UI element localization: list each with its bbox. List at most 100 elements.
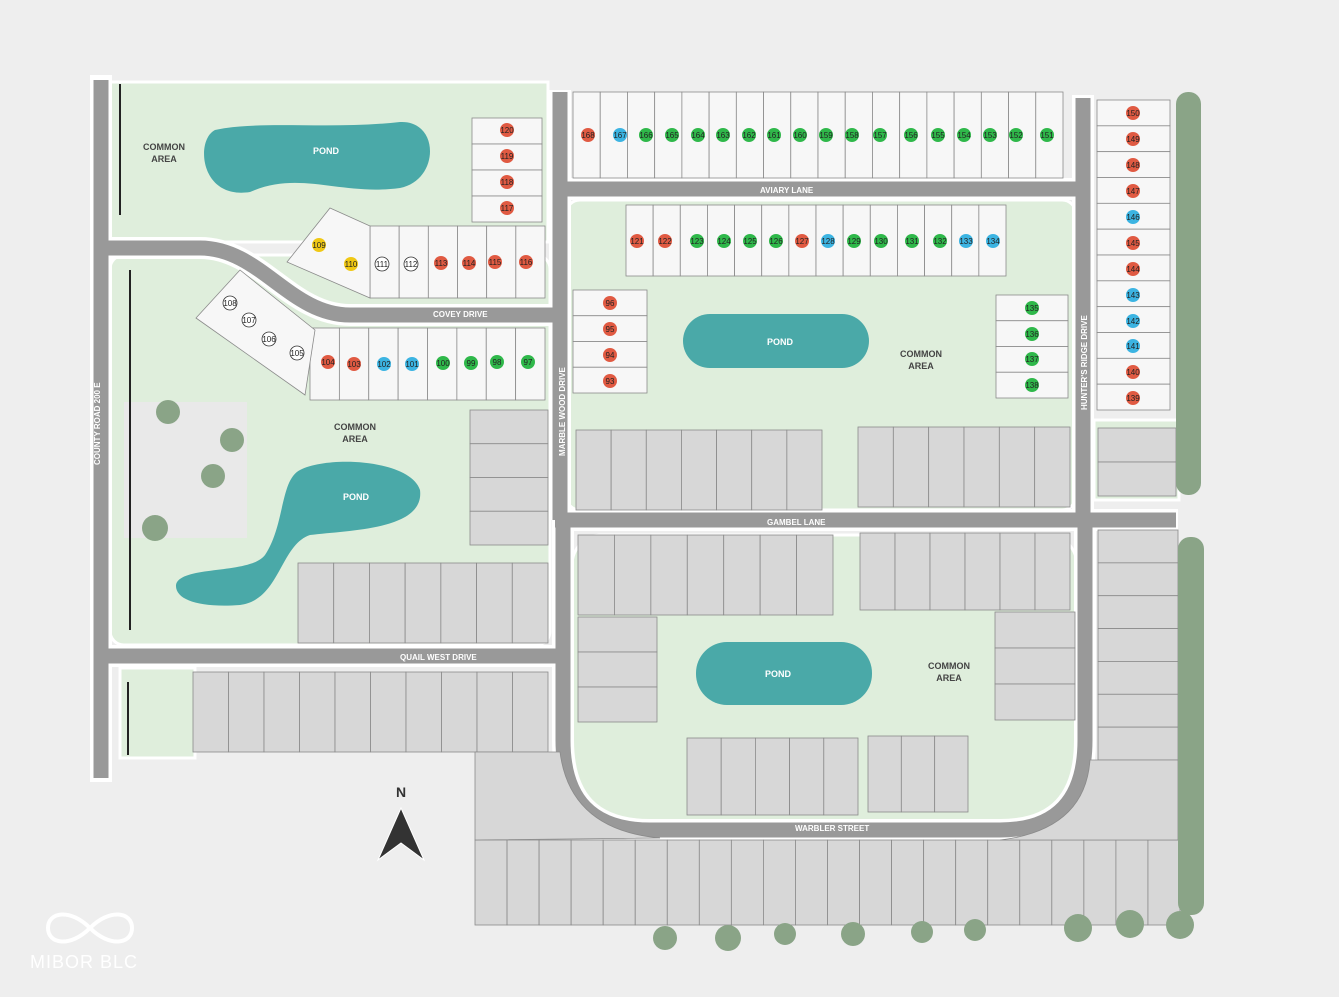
lot-marker-147[interactable]: 147 (1126, 184, 1140, 198)
lot-marker-157[interactable]: 157 (873, 128, 887, 142)
lot-marker-127[interactable]: 127 (795, 234, 809, 248)
lot-marker-166[interactable]: 166 (639, 128, 653, 142)
common-area-label: AREA (151, 154, 177, 164)
lot-marker-150[interactable]: 150 (1126, 106, 1140, 120)
future-lot (1019, 839, 1053, 926)
lot-marker-118[interactable]: 118 (500, 175, 514, 189)
lot-marker-93[interactable]: 93 (603, 374, 617, 388)
lot-marker-135[interactable]: 135 (1025, 301, 1039, 315)
lot-marker-163[interactable]: 163 (716, 128, 730, 142)
lot-marker-141[interactable]: 141 (1126, 339, 1140, 353)
lot-marker-102[interactable]: 102 (377, 357, 391, 371)
lot-marker-128[interactable]: 128 (821, 234, 835, 248)
lot-marker-107[interactable]: 107 (241, 312, 257, 328)
lot-marker-119[interactable]: 119 (500, 149, 514, 163)
lot-status-dot (819, 128, 833, 142)
lot-marker-116[interactable]: 116 (519, 255, 533, 269)
lot-number: 107 (242, 316, 256, 325)
lot-marker-112[interactable]: 112 (403, 256, 419, 272)
lot-marker-115[interactable]: 115 (488, 255, 502, 269)
lot-marker-161[interactable]: 161 (767, 128, 781, 142)
lot-status-dot (1025, 352, 1039, 366)
lot-marker-97[interactable]: 97 (521, 355, 535, 369)
lot-number: 163 (716, 131, 730, 140)
lot-marker-109[interactable]: 109 (312, 238, 326, 252)
lot-marker-95[interactable]: 95 (603, 322, 617, 336)
lot-marker-152[interactable]: 152 (1009, 128, 1023, 142)
lot-marker-140[interactable]: 140 (1126, 365, 1140, 379)
lot-marker-133[interactable]: 133 (959, 234, 973, 248)
lot-marker-125[interactable]: 125 (743, 234, 757, 248)
lot-marker-121[interactable]: 121 (630, 234, 644, 248)
lot-marker-162[interactable]: 162 (742, 128, 756, 142)
trees (142, 92, 1204, 951)
lot-marker-94[interactable]: 94 (603, 348, 617, 362)
lot-status-dot (347, 357, 361, 371)
lot-marker-160[interactable]: 160 (793, 128, 807, 142)
lot-marker-96[interactable]: 96 (603, 296, 617, 310)
lot-marker-108[interactable]: 108 (222, 295, 238, 311)
lot-marker-156[interactable]: 156 (904, 128, 918, 142)
lot-marker-143[interactable]: 143 (1126, 288, 1140, 302)
lot-number: 97 (524, 358, 533, 367)
lot-marker-155[interactable]: 155 (931, 128, 945, 142)
lot-marker-165[interactable]: 165 (665, 128, 679, 142)
future-lot (891, 839, 925, 926)
lot-marker-137[interactable]: 137 (1025, 352, 1039, 366)
lot-marker-134[interactable]: 134 (986, 234, 1000, 248)
lot-marker-113[interactable]: 113 (434, 256, 448, 270)
lot-marker-99[interactable]: 99 (464, 356, 478, 370)
lot-marker-139[interactable]: 139 (1126, 391, 1140, 405)
lot-marker-167[interactable]: 167 (613, 128, 627, 142)
lot-number: 105 (290, 349, 304, 358)
lot-marker-124[interactable]: 124 (717, 234, 731, 248)
lot-number: 151 (1040, 131, 1054, 140)
lot-marker-110[interactable]: 110 (344, 257, 358, 271)
lot-marker-154[interactable]: 154 (957, 128, 971, 142)
future-lot (602, 839, 636, 926)
lot-number: 99 (467, 359, 476, 368)
lot-marker-146[interactable]: 146 (1126, 210, 1140, 224)
lot-status-dot (1126, 365, 1140, 379)
lot-marker-151[interactable]: 151 (1040, 128, 1054, 142)
lot-marker-117[interactable]: 117 (500, 201, 514, 215)
lot-marker-101[interactable]: 101 (405, 357, 419, 371)
lot-marker-148[interactable]: 148 (1126, 158, 1140, 172)
lot-marker-120[interactable]: 120 (500, 123, 514, 137)
lot-marker-159[interactable]: 159 (819, 128, 833, 142)
future-lot (1097, 693, 1179, 728)
lot-number: 95 (606, 325, 615, 334)
future-lot (1097, 595, 1179, 629)
lot-marker-126[interactable]: 126 (769, 234, 783, 248)
lot-marker-142[interactable]: 142 (1126, 314, 1140, 328)
lot-marker-168[interactable]: 168 (581, 128, 595, 142)
lot-number: 137 (1025, 355, 1039, 364)
lot-marker-158[interactable]: 158 (845, 128, 859, 142)
lot-marker-114[interactable]: 114 (462, 256, 476, 270)
lot-number: 142 (1126, 317, 1140, 326)
lot-marker-149[interactable]: 149 (1126, 132, 1140, 146)
lot-marker-130[interactable]: 130 (874, 234, 888, 248)
lot-marker-145[interactable]: 145 (1126, 236, 1140, 250)
lot-marker-136[interactable]: 136 (1025, 327, 1039, 341)
lot-marker-123[interactable]: 123 (690, 234, 704, 248)
lot-marker-132[interactable]: 132 (933, 234, 947, 248)
future-lot (857, 426, 894, 508)
lot-marker-129[interactable]: 129 (847, 234, 861, 248)
lot-marker-105[interactable]: 105 (289, 345, 305, 361)
lot-marker-100[interactable]: 100 (436, 356, 450, 370)
lot-marker-138[interactable]: 138 (1025, 378, 1039, 392)
lot-marker-153[interactable]: 153 (983, 128, 997, 142)
lot-number: 130 (874, 237, 888, 246)
lot-status-dot (500, 175, 514, 189)
lot-marker-103[interactable]: 103 (347, 357, 361, 371)
lot-marker-106[interactable]: 106 (261, 331, 277, 347)
lot-marker-122[interactable]: 122 (658, 234, 672, 248)
lot-marker-144[interactable]: 144 (1126, 262, 1140, 276)
lot-marker-98[interactable]: 98 (490, 355, 504, 369)
lot-marker-164[interactable]: 164 (691, 128, 705, 142)
mibor-logo: MIBOR BLC (30, 912, 137, 972)
lot-marker-131[interactable]: 131 (905, 234, 919, 248)
lot-marker-104[interactable]: 104 (321, 355, 335, 369)
lot-marker-111[interactable]: 111 (374, 256, 390, 272)
